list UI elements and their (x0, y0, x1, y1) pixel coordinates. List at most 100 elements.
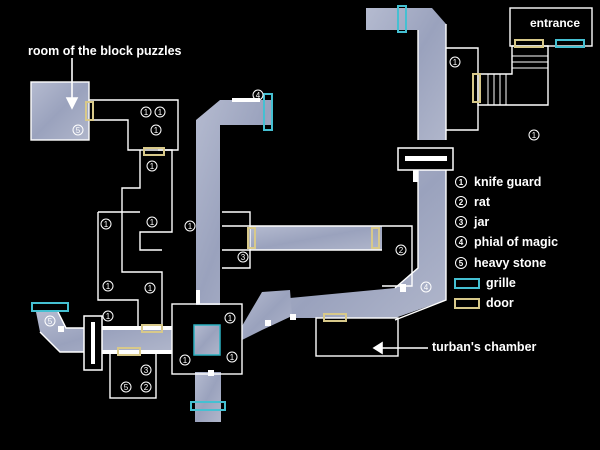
legend-item-knife-guard: 1 knife guard (454, 175, 541, 189)
jar-alcove (222, 211, 251, 269)
thresholds (58, 98, 454, 376)
legend-number-icon: 3 (455, 216, 467, 228)
svg-text:2: 2 (399, 246, 404, 255)
door-entrance (514, 39, 544, 48)
grille-north-corridor (263, 93, 273, 131)
left-winding-corridor (97, 149, 173, 326)
legend-item-heavy-stone: 5 heavy stone (454, 256, 546, 270)
marker-alcove-1: 1 (140, 106, 152, 118)
block-puzzle-room (30, 81, 90, 141)
marker-bottom-stone: 5 (120, 381, 132, 393)
door-swatch-icon (454, 297, 480, 309)
marker-left-3: 1 (100, 218, 112, 230)
svg-text:3: 3 (144, 366, 149, 375)
legend-label: grille (486, 276, 516, 290)
svg-text:1: 1 (154, 126, 159, 135)
entrance-label: entrance (530, 16, 581, 30)
marker-phial-top: 4 (252, 89, 264, 101)
corridor-middle (250, 226, 382, 250)
marker-rat: 2 (395, 244, 407, 256)
door-block-puzzle (85, 101, 94, 121)
svg-text:1: 1 (104, 220, 109, 229)
east-gate-bar (405, 156, 447, 161)
grille-west (31, 302, 69, 312)
block-puzzle-alcove (89, 99, 179, 151)
central-room-tile (193, 324, 221, 356)
legend-label: jar (474, 215, 490, 229)
corridor-south (195, 372, 221, 422)
turbans-chamber-label: turban's chamber (432, 340, 537, 354)
svg-text:1: 1 (106, 282, 111, 291)
svg-text:2: 2 (144, 383, 149, 392)
west-gate-bar (91, 322, 95, 364)
marker-alcove-2: 1 (154, 106, 166, 118)
door-rat (371, 227, 380, 249)
marker-left-1: 1 (146, 160, 158, 172)
corridor-east-descent (290, 170, 446, 318)
svg-text:4: 4 (459, 238, 464, 247)
grilles (31, 5, 585, 411)
grille-entrance (555, 39, 585, 48)
svg-text:2: 2 (459, 198, 464, 207)
svg-text:1: 1 (230, 353, 235, 362)
corridor-south-east (242, 290, 292, 340)
marker-center: 1 (184, 220, 196, 232)
legend-number-icon: 2 (455, 196, 467, 208)
legend-label: door (486, 296, 514, 310)
door-turbans-chamber (323, 313, 347, 322)
legend-item-rat: 2 rat (454, 195, 490, 209)
door-jar (247, 227, 256, 249)
rat-alcove (382, 225, 413, 287)
door-west-corridor-top (141, 324, 163, 333)
legend-item-phial-of-magic: 4 phial of magic (454, 235, 558, 249)
legend-number-icon: 5 (455, 257, 467, 269)
grille-swatch-icon (454, 277, 480, 289)
grille-south (190, 401, 226, 411)
marker-entrance-room: 1 (449, 56, 461, 68)
block-puzzle-room-floor (31, 82, 89, 140)
marker-left-6: 1 (102, 310, 114, 322)
marker-left-5: 1 (144, 282, 156, 294)
legend-number-icon: 4 (455, 236, 467, 248)
svg-text:1: 1 (459, 178, 464, 187)
svg-text:5: 5 (459, 259, 464, 268)
marker-bottom-jar: 3 (140, 364, 152, 376)
door-left-corridor-top (143, 147, 165, 156)
legend-item-jar: 3 jar (454, 215, 489, 229)
turbans-chamber (315, 317, 399, 357)
north-east-room (446, 47, 479, 131)
grille-top (397, 5, 407, 33)
svg-text:1: 1 (183, 356, 188, 365)
legend-item-grille: grille (454, 276, 516, 290)
marker-central-1: 1 (224, 312, 236, 324)
legend-label: knife guard (474, 175, 542, 189)
svg-text:5: 5 (124, 383, 129, 392)
legend-item-door: door (454, 296, 514, 310)
legend-label: heavy stone (474, 256, 547, 270)
marker-left-2: 1 (146, 216, 158, 228)
marker-west-stone: 5 (44, 315, 56, 327)
annotation-arrows (65, 58, 428, 355)
marker-phial-bend: 4 (420, 281, 432, 293)
svg-text:1: 1 (150, 162, 155, 171)
marker-jar: 3 (237, 251, 249, 263)
block-puzzle-room-label: room of the block puzzles (28, 44, 182, 58)
numbered-markers: 1 1 5 1 1 1 1 1 1 1 1 1 1 4 3 2 4 1 1 1 … (44, 56, 540, 393)
doors (85, 39, 544, 356)
svg-text:1: 1 (158, 108, 163, 117)
svg-text:1: 1 (188, 222, 193, 231)
svg-text:3: 3 (241, 253, 246, 262)
door-west-corridor-bottom (117, 347, 141, 356)
svg-text:3: 3 (459, 218, 464, 227)
svg-text:1: 1 (453, 58, 458, 67)
central-room (171, 303, 243, 375)
marker-central-2: 1 (226, 351, 238, 363)
marker-block-puzzle: 5 (72, 124, 84, 136)
marker-left-4: 1 (102, 280, 114, 292)
svg-text:5: 5 (48, 317, 53, 326)
svg-text:1: 1 (150, 218, 155, 227)
svg-text:1: 1 (228, 314, 233, 323)
svg-text:4: 4 (256, 91, 261, 100)
corridor-west (36, 312, 172, 352)
svg-text:1: 1 (532, 131, 537, 140)
